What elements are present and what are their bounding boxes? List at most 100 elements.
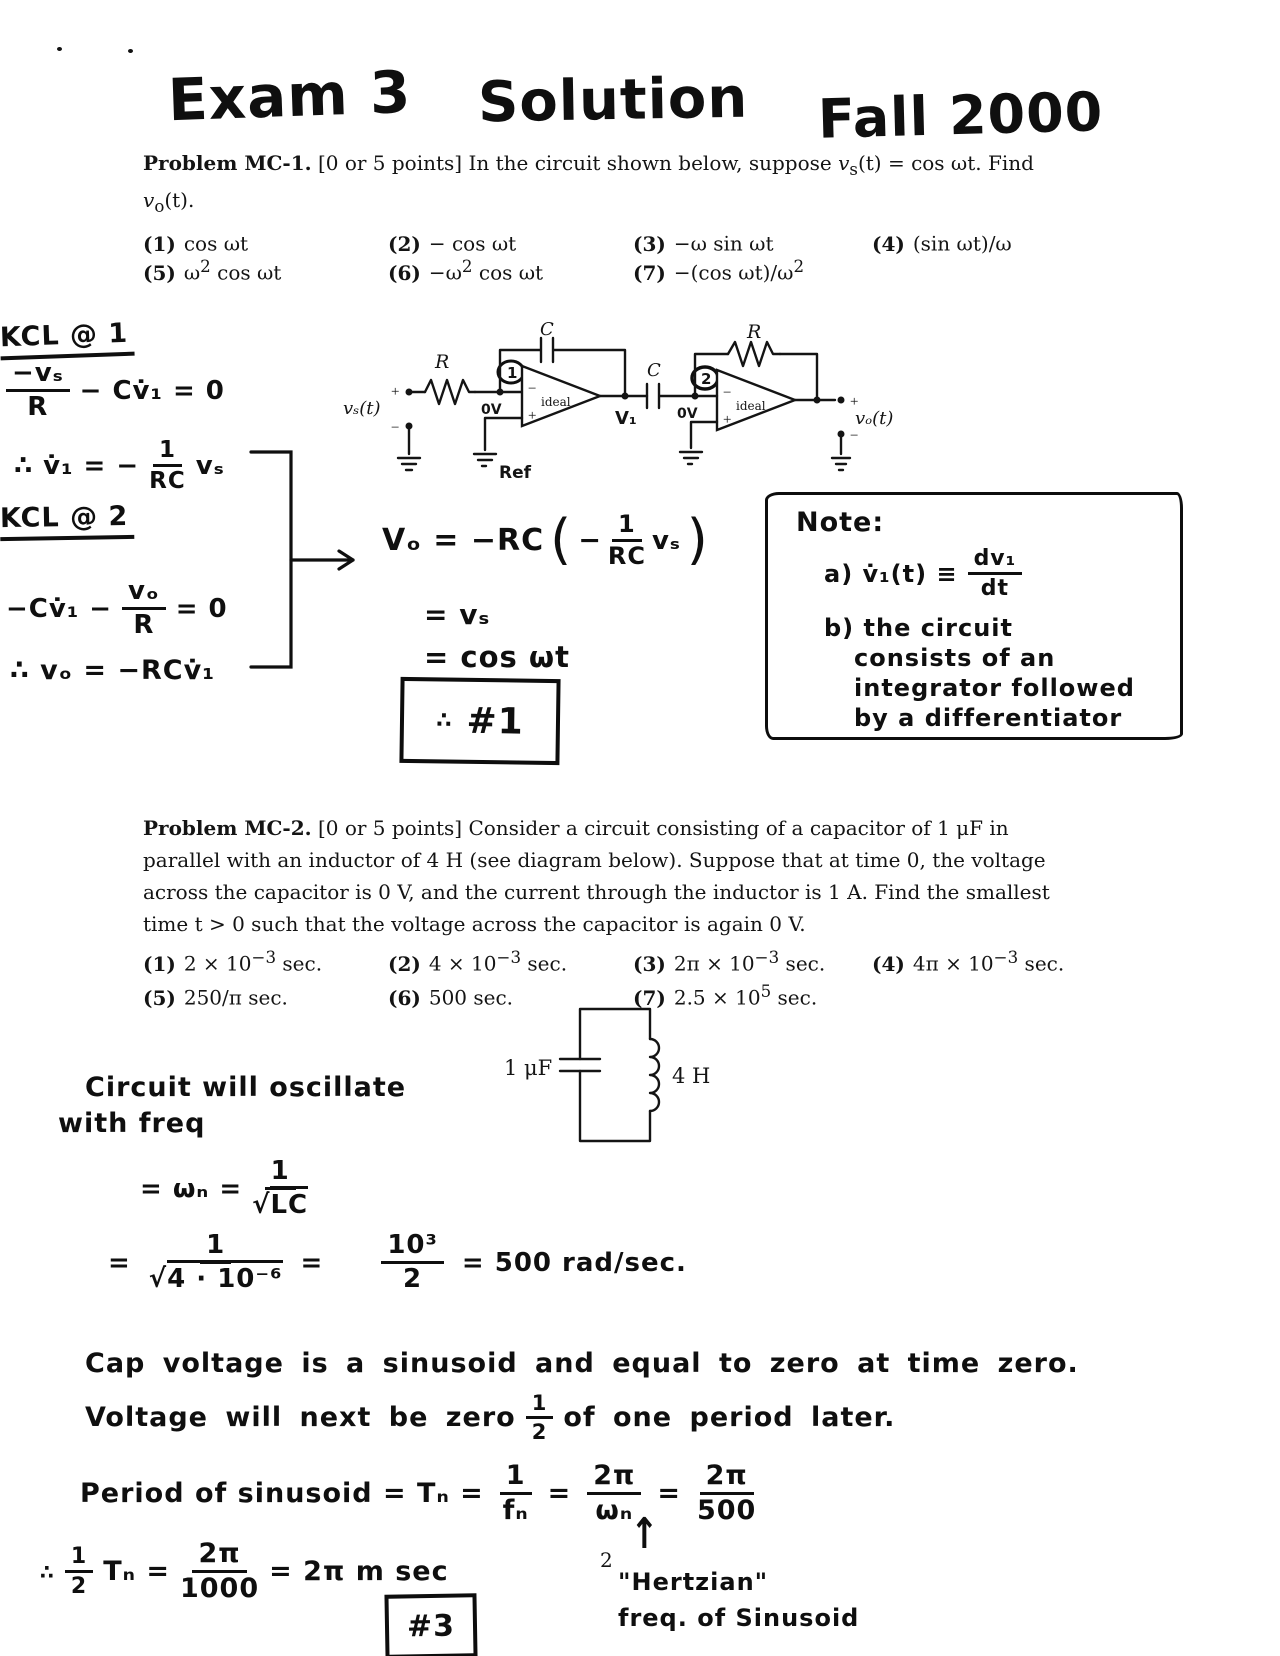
opamp1-triangle — [520, 364, 604, 428]
capacitor-series — [645, 382, 697, 410]
v1-label: V₁ — [615, 408, 637, 429]
mc1-answer: #1 — [466, 700, 525, 743]
node1-voltage: 0V — [481, 402, 502, 418]
therefore-sign: ∴ — [40, 1559, 55, 1584]
hand-bracket — [249, 450, 355, 669]
mc2-option-1: (1)2 × 10−3 sec. — [143, 948, 323, 976]
wire — [693, 352, 730, 398]
output-plus: + — [850, 394, 858, 410]
node2-voltage: 0V — [677, 406, 698, 422]
capacitor-label: C — [647, 360, 661, 381]
opamp1-inverting-input: − — [528, 381, 536, 397]
mc2-option-3: (3)2π × 10−3 sec. — [633, 948, 826, 976]
mc2-answer-box: #3 — [384, 1593, 478, 1656]
mc1-label: Problem MC-1. — [143, 151, 312, 175]
bracket-path — [249, 450, 293, 669]
ground-symbol — [830, 435, 852, 472]
wire — [578, 1007, 652, 1143]
resistor-symbol — [423, 378, 477, 406]
source-minus: − — [391, 420, 399, 436]
mc2-answer: #3 — [406, 1608, 456, 1644]
therefore-sign: ∴ — [436, 707, 453, 734]
capacitor-symbol — [558, 1057, 602, 1073]
fraction: 1 √LC — [252, 1156, 309, 1221]
node-dot — [621, 392, 629, 400]
ground-symbol — [678, 420, 719, 466]
ref-label: Ref — [499, 463, 532, 483]
mc1-statement-line1: Problem MC-1. [0 or 5 points] In the cir… — [143, 151, 1034, 179]
mc2-option-4: (4)4π × 10−3 sec. — [872, 948, 1065, 976]
opamp2-noninverting-input: + — [723, 412, 731, 428]
hertzian-label: "Hertzian" — [618, 1568, 769, 1596]
source-plus: + — [391, 384, 399, 400]
inductor-symbol — [648, 1037, 661, 1113]
mc2-label: Problem MC-2. — [143, 816, 312, 840]
kcl2-equation-2: ∴ vₒ = −RCv̇₁ — [10, 655, 216, 686]
freq-of-sinusoid-label: freq. of Sinusoid — [618, 1604, 860, 1632]
note-title: Note: — [796, 507, 885, 538]
mc2-option-5: (5)250/π sec. — [143, 985, 288, 1010]
opamp2-ideal-label: ideal — [736, 399, 766, 413]
ground-symbol — [396, 424, 422, 472]
mc1-circuit-diagram: vₛ(t) + − R 1 0V C − + ideal Ref V₁ C — [343, 319, 893, 483]
resistor-label: R — [434, 351, 449, 373]
node1-label: 1 — [507, 364, 517, 382]
capacitor-feedback — [498, 336, 627, 398]
exam-title: Exam 3 — [166, 57, 413, 135]
mc1-statement-line2: vo(t). — [143, 188, 195, 216]
mc1-solution-line2: = vₛ — [424, 598, 491, 631]
node2-label: 2 — [701, 370, 711, 388]
arrow-right-icon — [337, 549, 355, 571]
kcl1-title: KCL @ 1 — [0, 317, 135, 361]
mc2-statement-line3: across the capacitor is 0 V, and the cur… — [143, 880, 1050, 904]
mc2-statement-line2: parallel with an inductor of 4 H (see di… — [143, 848, 1046, 872]
mc2-statement-line4: time t > 0 such that the voltage across … — [143, 912, 806, 936]
note-item-b: b) the circuit consists of an integrator… — [824, 614, 1135, 732]
opamp1-ideal-label: ideal — [541, 395, 571, 409]
mc2-option-6: (6)500 sec. — [388, 985, 514, 1010]
capacitor-label: C — [540, 319, 554, 340]
term-title: Fall 2000 — [817, 80, 1105, 151]
arrow-up-icon: ↑ — [630, 1509, 660, 1559]
terminal-dot — [837, 396, 845, 404]
osc-line2: with freq — [58, 1108, 206, 1139]
solution-title: Solution — [477, 65, 749, 136]
wire — [778, 352, 819, 402]
resistor-label: R — [746, 321, 761, 343]
mc2-statement: Problem MC-2. [0 or 5 points] Consider a… — [143, 812, 1103, 940]
page-number: 2 — [600, 1548, 613, 1572]
resistor-symbol — [726, 340, 782, 368]
output-label: vₒ(t) — [855, 408, 893, 429]
mc1-option-4: (4)(sin ωt)/ω — [872, 231, 1012, 256]
paren-close: ) — [686, 508, 709, 572]
capacitor-value: 1 μF — [504, 1056, 552, 1080]
output-minus: − — [850, 428, 858, 444]
paren-open: ( — [550, 508, 573, 572]
mc2-statement-line1: Problem MC-2. [0 or 5 points] Consider a… — [143, 816, 1009, 840]
opamp1-noninverting-input: + — [528, 408, 536, 424]
mc1-answer-box: ∴ #1 — [399, 676, 561, 766]
mc2-circuit-diagram: 1 μF 4 H — [504, 1007, 710, 1143]
sqrt-expression: √4 · 10⁻⁶ — [149, 1260, 283, 1295]
terminal-dot — [837, 430, 845, 438]
mc1-statement: Problem MC-1. [0 or 5 points] In the cir… — [143, 148, 1103, 222]
kcl2-title: KCL @ 2 — [0, 500, 135, 542]
mc1-option-7: (7)−(cos ωt)/ω2 — [633, 257, 805, 285]
mc2-option-2: (2)4 × 10−3 sec. — [388, 948, 568, 976]
osc-line1: Circuit will oscillate — [85, 1072, 407, 1103]
